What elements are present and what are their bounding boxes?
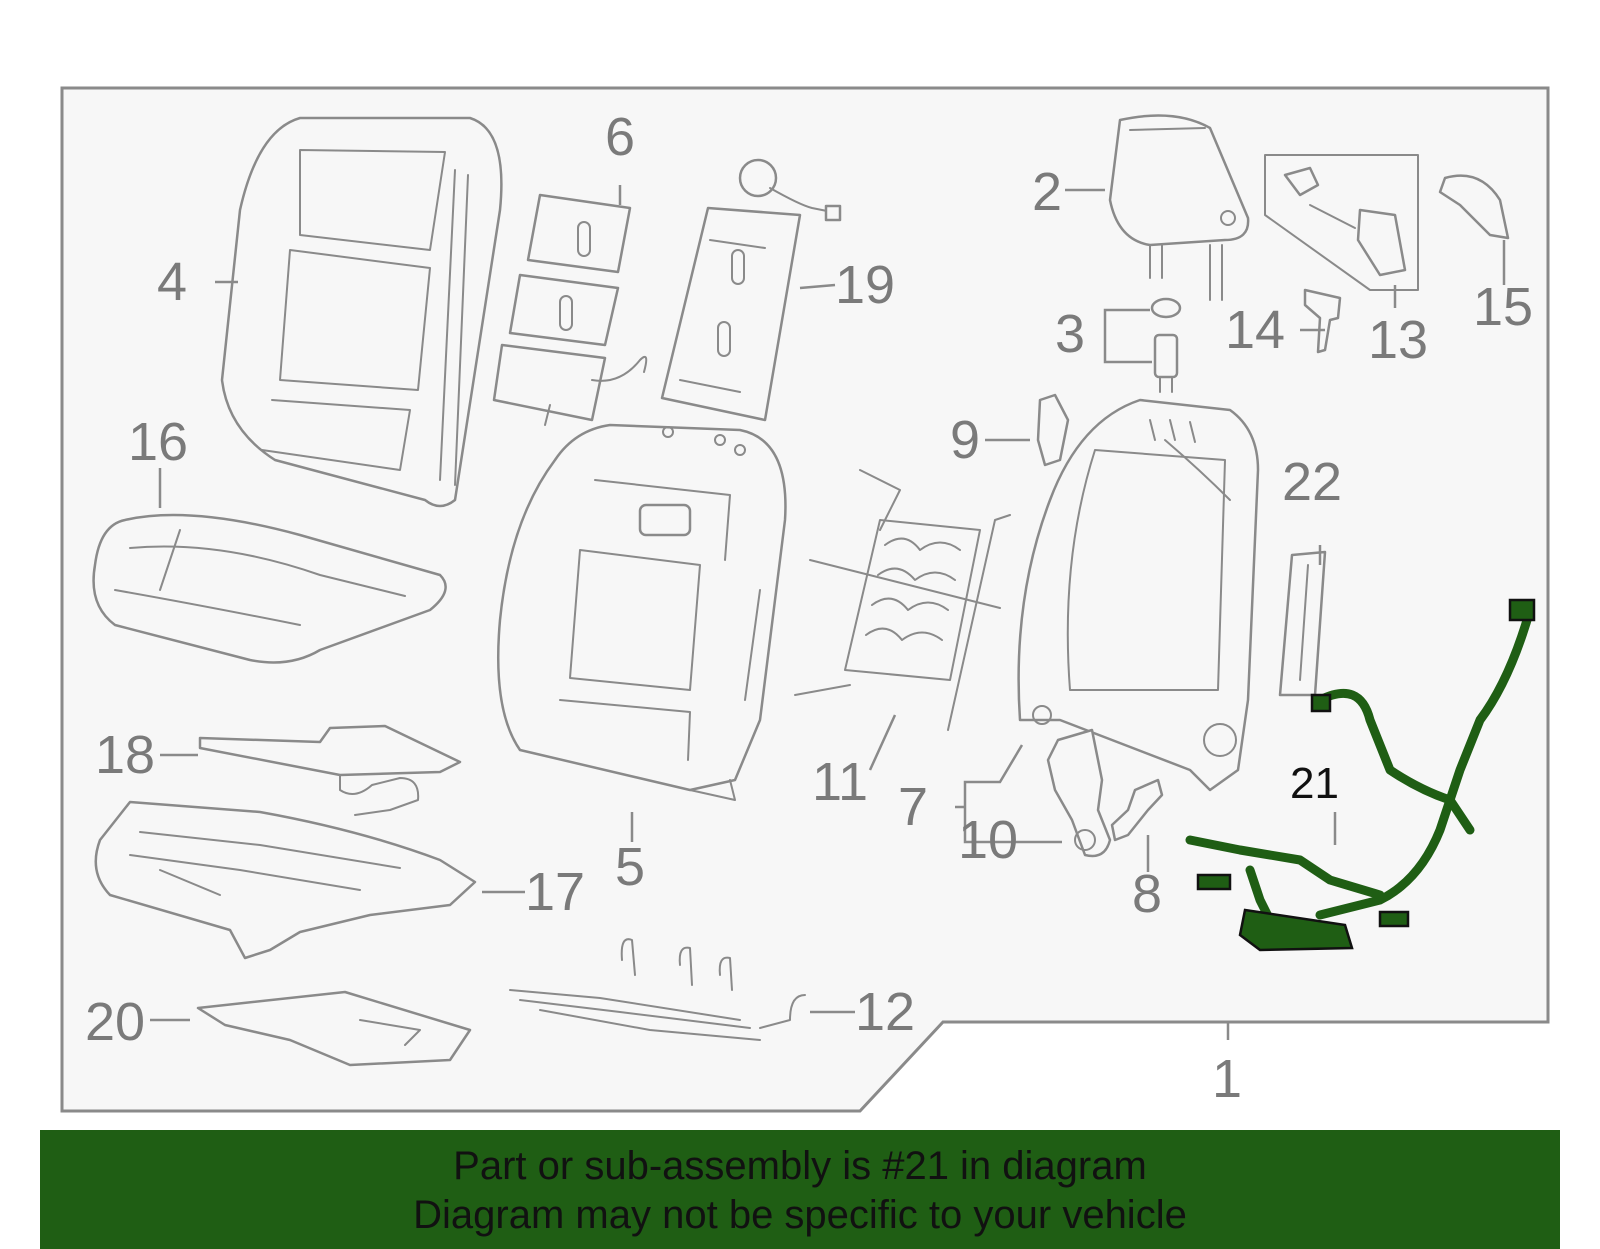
part-16-cushion-cover[interactable] — [92, 513, 447, 664]
part-21-wiring-harness[interactable] — [1185, 598, 1536, 952]
callout-19[interactable]: 19 — [835, 255, 895, 315]
banner-line-disclaimer: Diagram may not be specific to your vehi… — [413, 1193, 1187, 1237]
seat-parts-diagram: 1 2 3 4 5 6 7 8 9 10 11 12 13 14 15 16 1… — [60, 86, 1550, 1113]
callout-1[interactable]: 1 — [1212, 1049, 1242, 1109]
part-18-cushion-heater[interactable] — [198, 724, 462, 816]
part-12-track-wire[interactable] — [509, 938, 806, 1041]
part-17-cushion-frame[interactable] — [94, 800, 477, 960]
part-2-headrest[interactable] — [1108, 114, 1250, 301]
part-9-bracket[interactable] — [1036, 393, 1070, 467]
banner-line-part: Part or sub-assembly is #21 in diagram — [453, 1144, 1147, 1188]
callout-17[interactable]: 17 — [525, 862, 585, 922]
callout-20[interactable]: 20 — [85, 992, 145, 1052]
part-11-spring-mat[interactable] — [794, 469, 1011, 731]
part-3-headrest-guides[interactable] — [1150, 297, 1182, 393]
callout-18[interactable]: 18 — [95, 725, 155, 785]
leader-lines — [150, 185, 1506, 1040]
part-14-latch[interactable] — [1303, 288, 1342, 354]
part-4-seatback-cover[interactable] — [220, 116, 503, 508]
callout-3[interactable]: 3 — [1055, 304, 1085, 364]
part-19-heater-pad[interactable] — [660, 158, 842, 422]
part-8-bracket[interactable] — [1110, 778, 1164, 842]
callout-11[interactable]: 11 — [812, 752, 868, 812]
part-20-seat-pan[interactable] — [196, 990, 472, 1067]
part-13-pivot-kit[interactable] — [1264, 154, 1419, 291]
callout-22[interactable]: 22 — [1282, 452, 1342, 512]
callout-5[interactable]: 5 — [615, 837, 645, 897]
callout-13[interactable]: 13 — [1368, 310, 1428, 370]
callout-15[interactable]: 15 — [1473, 277, 1533, 337]
part-22-side-trim[interactable] — [1278, 550, 1327, 697]
part-info-banner: Part or sub-assembly is #21 in diagram D… — [40, 1130, 1560, 1249]
callout-labels: 1 2 3 4 5 6 7 8 9 10 11 12 13 14 15 16 1… — [85, 107, 1533, 1109]
callout-21-highlighted[interactable]: 21 — [1290, 759, 1339, 808]
callout-7[interactable]: 7 — [898, 777, 928, 837]
callout-2[interactable]: 2 — [1032, 162, 1062, 222]
callout-14[interactable]: 14 — [1225, 300, 1285, 360]
callout-8[interactable]: 8 — [1132, 864, 1162, 924]
callout-16[interactable]: 16 — [128, 412, 188, 472]
part-7-seatback-frame[interactable] — [1017, 398, 1260, 792]
part-15-trim-cap[interactable] — [1438, 174, 1510, 240]
part-10-recliner-motor[interactable] — [1046, 728, 1112, 858]
callout-12[interactable]: 12 — [855, 982, 915, 1042]
callout-10[interactable]: 10 — [958, 810, 1018, 870]
callout-9[interactable]: 9 — [950, 410, 980, 470]
callout-6[interactable]: 6 — [605, 107, 635, 167]
part-5-seatback-frame[interactable] — [497, 423, 787, 801]
part-6-lumbar-pads[interactable] — [492, 193, 648, 426]
callout-4[interactable]: 4 — [157, 252, 187, 312]
